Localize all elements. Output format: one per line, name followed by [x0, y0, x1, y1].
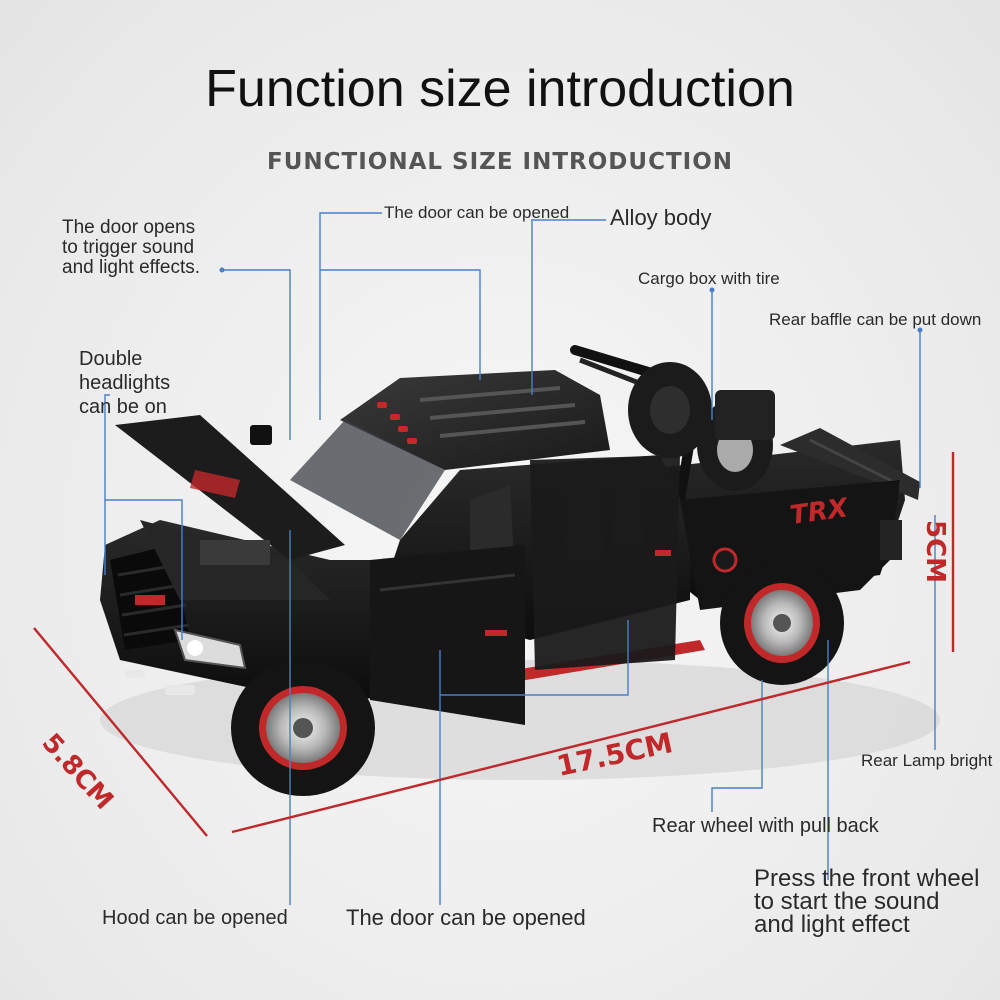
- callout-hood: Hood can be opened: [102, 907, 288, 929]
- callout-front-wheel-line1: Press the front wheel: [754, 865, 980, 892]
- callout-front-wheel-line2: to start the sound: [754, 887, 940, 915]
- callout-headlights-line3: can be on: [79, 396, 167, 418]
- leader-lines: [104, 212, 936, 905]
- callout-alloy-body: Alloy body: [610, 205, 712, 230]
- callout-rear-lamp: Rear Lamp bright: [861, 751, 993, 770]
- front-wheel: [231, 660, 375, 796]
- callout-door-sound-line1: The door opens: [62, 217, 196, 238]
- callout-front-wheel: Press the front wheel to start the sound…: [754, 865, 980, 938]
- callout-door-sound: The door opens to trigger sound and ligh…: [62, 218, 200, 278]
- truck-body: TRX: [100, 345, 920, 725]
- callout-door-sound-line2: to trigger sound: [62, 236, 195, 258]
- dimension-height: 5CM: [920, 520, 950, 584]
- callout-cargo-box: Cargo box with tire: [638, 269, 780, 288]
- callout-headlights-line1: Double: [79, 348, 143, 370]
- callout-door-opened-bottom: The door can be opened: [346, 905, 586, 930]
- rear-wheel: [720, 561, 844, 685]
- page-title: Function size introduction: [205, 60, 795, 118]
- callout-door-sound-line3: and light effects.: [62, 256, 201, 278]
- dimension-lines: [33, 452, 955, 837]
- callout-door-opened-top: The door can be opened: [384, 203, 570, 222]
- callout-front-wheel-line3: and light effect: [754, 910, 910, 938]
- page-subtitle: FUNCTIONAL SIZE INTRODUCTION: [267, 149, 733, 175]
- ram-badge: [135, 595, 165, 605]
- callout-rear-baffle: Rear baffle can be put down: [769, 310, 982, 329]
- callout-headlights: Double headlights can be on: [79, 347, 170, 419]
- callout-headlights-line2: headlights: [79, 372, 171, 394]
- callout-rear-wheel: Rear wheel with pull back: [652, 815, 879, 837]
